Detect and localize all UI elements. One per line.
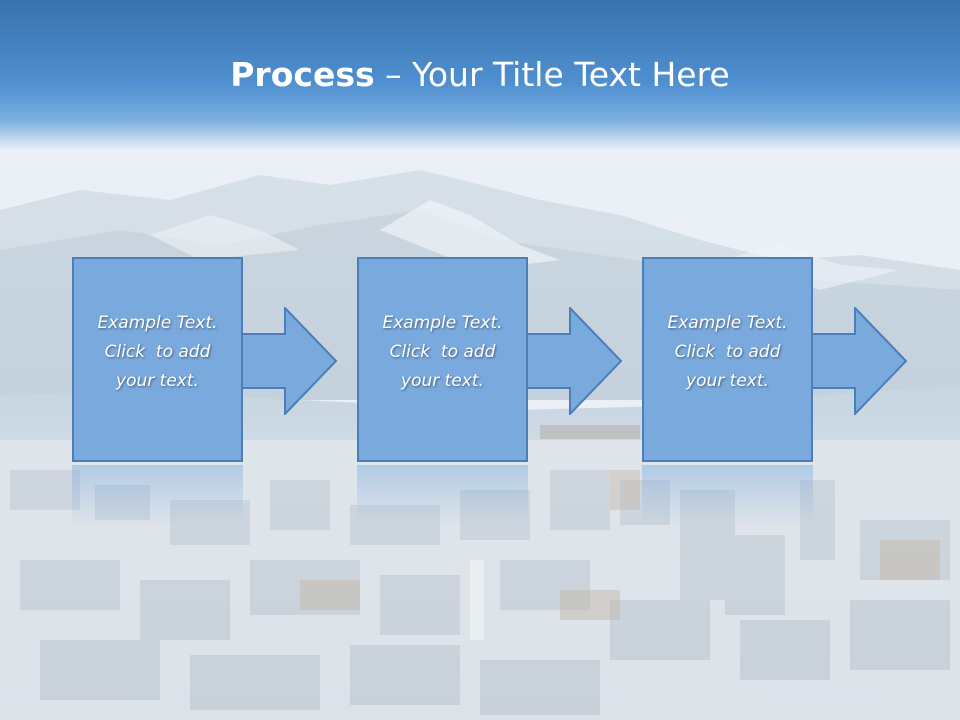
right-arrow-icon [528,307,623,415]
step-text-line: your text. [116,371,199,391]
step-text-line: your text. [686,371,769,391]
step-text-line: Example Text. [97,313,218,333]
step-text[interactable]: Example Text. Click to add your text. [72,309,243,396]
step-text-line: Example Text. [382,313,503,333]
step-text-line: Click to add [104,342,211,362]
right-arrow-icon [243,307,338,415]
step-text-line: your text. [401,371,484,391]
step-reflection [642,465,813,525]
right-arrow-icon [813,307,908,415]
title-bold: Process [230,55,375,94]
process-step-1[interactable]: Example Text. Click to add your text. [72,257,247,525]
step-text-line: Example Text. [667,313,788,333]
step-reflection [72,465,243,525]
step-text[interactable]: Example Text. Click to add your text. [642,309,813,396]
process-step-3[interactable]: Example Text. Click to add your text. [642,257,817,525]
step-text-line: Click to add [674,342,781,362]
step-text-line: Click to add [389,342,496,362]
title-rest: – Your Title Text Here [374,55,730,94]
step-reflection [357,465,528,525]
slide-title[interactable]: Process – Your Title Text Here [0,50,960,100]
step-box [72,257,243,462]
title-bar [0,0,960,150]
process-step-2[interactable]: Example Text. Click to add your text. [357,257,532,525]
step-box [642,257,813,462]
step-box [357,257,528,462]
step-text[interactable]: Example Text. Click to add your text. [357,309,528,396]
